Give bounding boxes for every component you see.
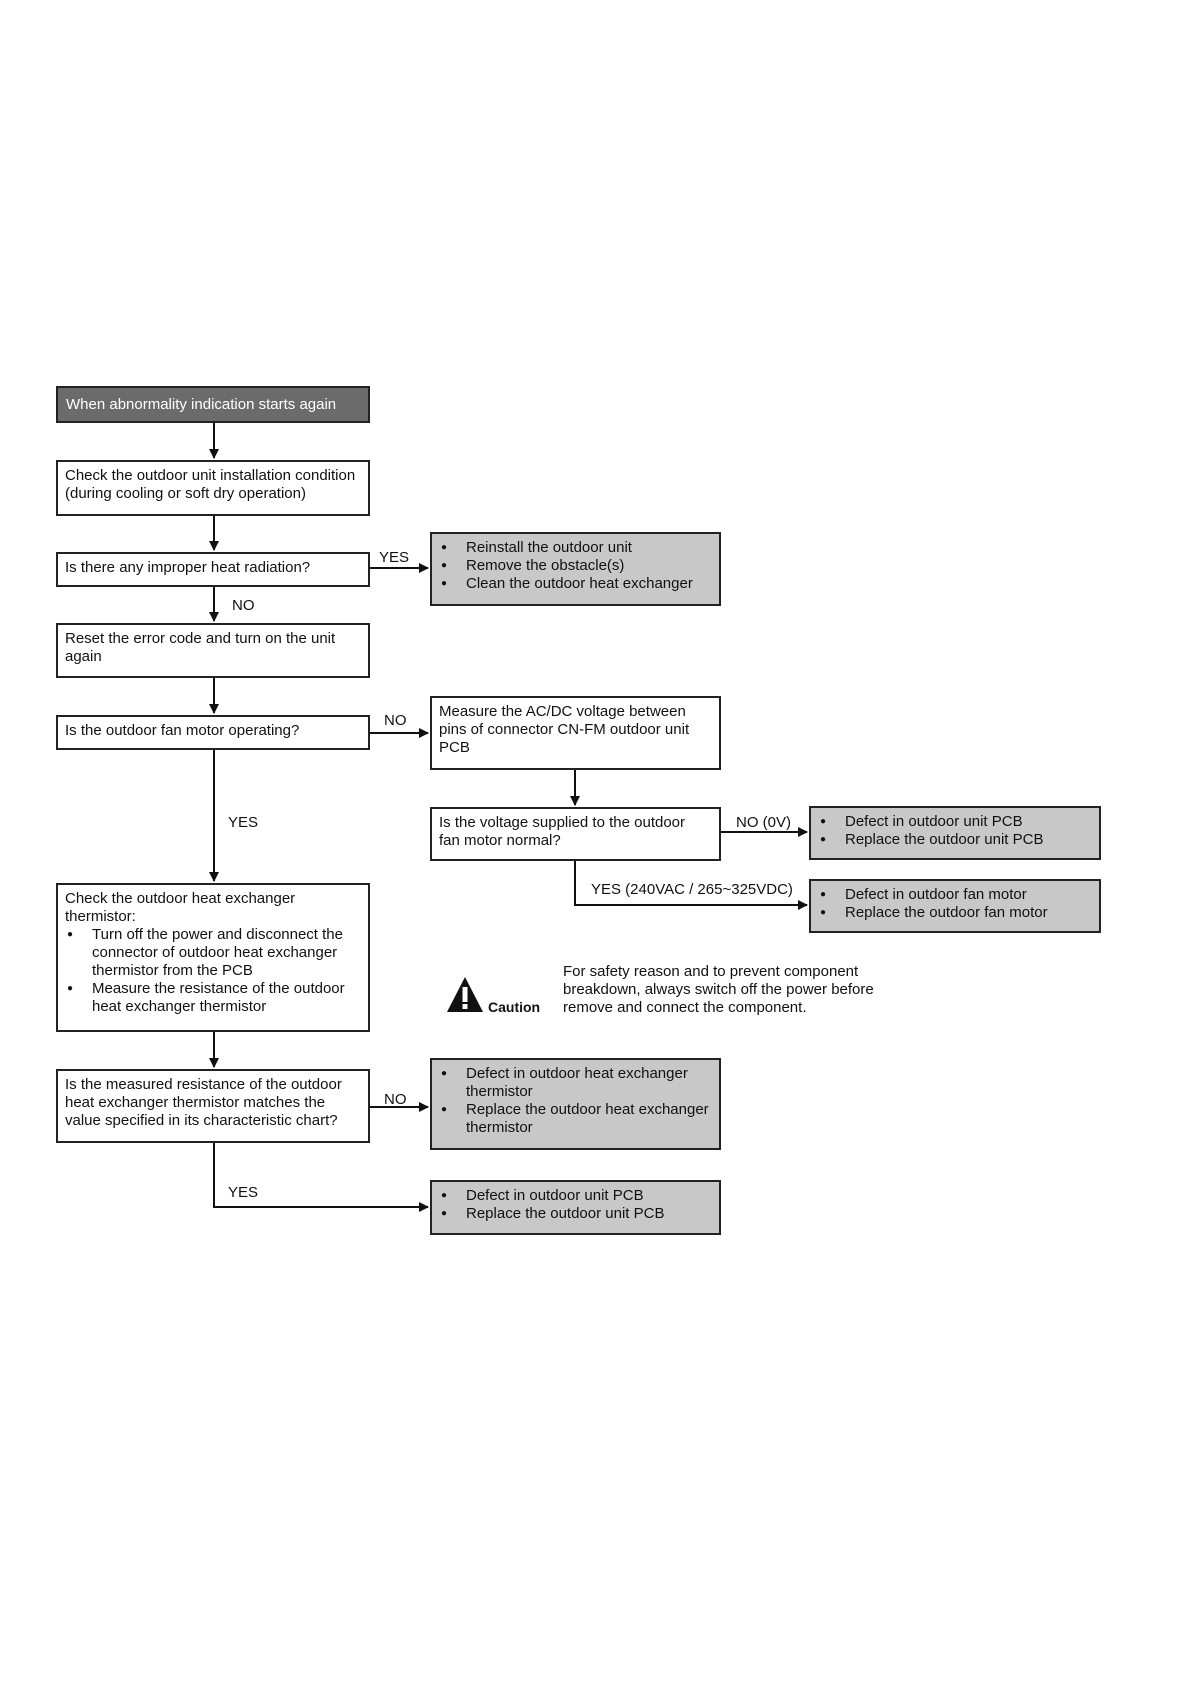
pcb-defect-1-item-2: Replace the outdoor unit PCB xyxy=(818,831,1092,849)
fan-motor-defect-item-1: Defect in outdoor fan motor xyxy=(818,886,1092,904)
arrow-voltage-yes xyxy=(574,861,808,910)
resistance-question-box: Is the measured resistance of the outdoo… xyxy=(56,1069,370,1143)
resistance-question-line-1: Is the measured resistance of the outdoo… xyxy=(65,1076,342,1093)
reset-error-line-2: again xyxy=(65,648,102,665)
check-thermistor-line-2: thermistor: xyxy=(65,908,136,925)
action-reinstall: Reinstall the outdoor unit xyxy=(439,539,712,557)
measure-voltage-line-1: Measure the AC/DC voltage between xyxy=(439,703,686,720)
thermistor-defect-item-1: Defect in outdoor heat exchanger thermis… xyxy=(439,1065,712,1101)
measure-voltage-line-3: PCB xyxy=(439,739,470,756)
check-installation-line-2: (during cooling or soft dry operation) xyxy=(65,485,306,502)
label-yes-heat: YES xyxy=(379,549,410,566)
warning-triangle-icon xyxy=(447,977,483,1012)
action-remove-obstacle: Remove the obstacle(s) xyxy=(439,557,712,575)
label-yes-resistance: YES xyxy=(228,1184,259,1201)
thermistor-step-disconnect: Turn off the power and disconnect the co… xyxy=(65,926,361,980)
heat-radiation-question: Is there any improper heat radiation? xyxy=(65,559,311,576)
label-no-resistance: NO xyxy=(384,1091,407,1108)
label-yes-fan: YES xyxy=(228,814,259,831)
start-label: When abnormality indication starts again xyxy=(66,396,337,413)
start-box: When abnormality indication starts again xyxy=(56,386,370,423)
check-installation-box: Check the outdoor unit installation cond… xyxy=(56,460,370,516)
voltage-question-line-1: Is the voltage supplied to the outdoor xyxy=(439,814,686,831)
heat-radiation-question-box: Is there any improper heat radiation? xyxy=(56,552,370,587)
action-clean-exchanger: Clean the outdoor heat exchanger xyxy=(439,575,712,593)
arrow-resistance-yes xyxy=(213,1143,429,1212)
pcb-defect-1-item-1: Defect in outdoor unit PCB xyxy=(818,813,1092,831)
pcb-defect-2-item-1: Defect in outdoor unit PCB xyxy=(439,1187,712,1205)
fan-motor-defect-box: Defect in outdoor fan motor Replace the … xyxy=(809,879,1101,933)
check-thermistor-line-1: Check the outdoor heat exchanger xyxy=(65,890,296,907)
voltage-normal-question-box: Is the voltage supplied to the outdoor f… xyxy=(430,807,721,861)
voltage-question-line-2: fan motor normal? xyxy=(439,832,561,849)
check-installation-line-1: Check the outdoor unit installation cond… xyxy=(65,467,356,484)
pcb-defect-box-1: Defect in outdoor unit PCB Replace the o… xyxy=(809,806,1101,860)
reset-error-line-1: Reset the error code and turn on the uni… xyxy=(65,630,336,647)
check-thermistor-box: Check the outdoor heat exchanger thermis… xyxy=(56,883,370,1032)
caution-text: For safety reason and to prevent compone… xyxy=(563,963,874,1016)
pcb-defect-2-item-2: Replace the outdoor unit PCB xyxy=(439,1205,712,1223)
label-no-heat: NO xyxy=(232,597,255,614)
thermistor-defect-item-2: Replace the outdoor heat exchanger therm… xyxy=(439,1101,712,1137)
label-yes-voltage: YES (240VAC / 265~325VDC) xyxy=(591,881,793,898)
resistance-question-line-3: value specified in its characteristic ch… xyxy=(65,1112,338,1129)
fan-operating-question-box: Is the outdoor fan motor operating? xyxy=(56,715,370,750)
caution-icon-wrap xyxy=(445,975,545,1020)
label-no-fan: NO xyxy=(384,712,407,729)
fan-motor-defect-item-2: Replace the outdoor fan motor xyxy=(818,904,1092,922)
resistance-question-line-2: heat exchanger thermistor matches the xyxy=(65,1094,326,1111)
fan-operating-question: Is the outdoor fan motor operating? xyxy=(65,722,300,739)
thermistor-step-measure: Measure the resistance of the outdoor he… xyxy=(65,980,361,1016)
thermistor-defect-box: Defect in outdoor heat exchanger thermis… xyxy=(430,1058,721,1150)
heat-radiation-actions-box: Reinstall the outdoor unit Remove the ob… xyxy=(430,532,721,606)
label-no-voltage: NO (0V) xyxy=(736,814,792,831)
pcb-defect-box-2: Defect in outdoor unit PCB Replace the o… xyxy=(430,1180,721,1235)
caution-label: Caution xyxy=(488,999,541,1015)
measure-voltage-line-2: pins of connector CN-FM outdoor unit xyxy=(439,721,690,738)
measure-voltage-box: Measure the AC/DC voltage between pins o… xyxy=(430,696,721,770)
reset-error-box: Reset the error code and turn on the uni… xyxy=(56,623,370,678)
